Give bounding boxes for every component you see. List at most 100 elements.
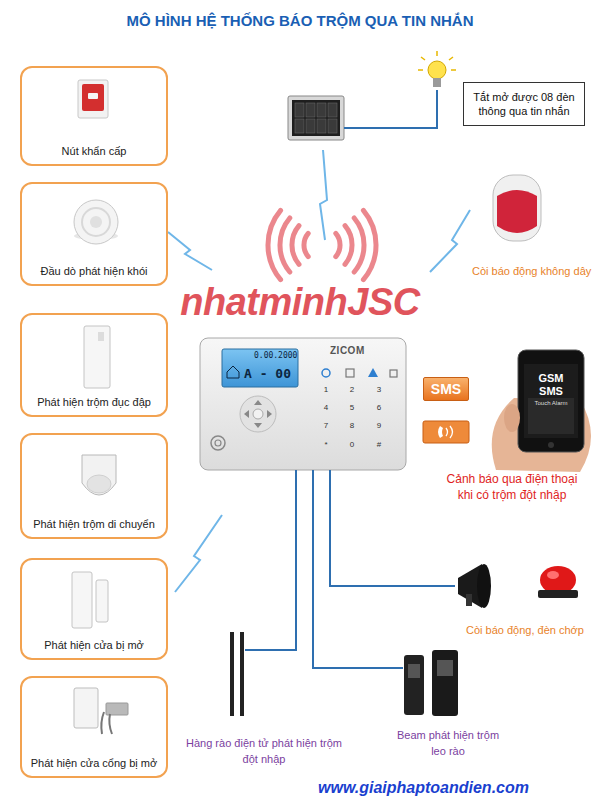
call-icon [423,421,469,443]
keypad-key: 4 [318,403,334,413]
phone-in-hand-part [504,404,520,432]
light-switch-panel-part [328,103,337,117]
gate-sensor [74,688,128,734]
call-icon-part [438,426,443,438]
signal-arcs-part [354,218,364,272]
control-panel-part [346,369,354,377]
light-switch-panel-part [328,119,337,133]
keypad-key: 5 [344,403,360,413]
electronic-fence [230,632,244,716]
glass-break-sensor-part [98,332,104,341]
phone-in-hand-part [518,350,584,452]
sensor-box: Phát hiện cửa bị mở [20,558,168,660]
panel-wires-part [245,470,296,650]
node-text: Đầu dò phát hiện khói [40,265,147,277]
light-switch-panel-part [288,96,344,140]
glass-break-sensor [84,326,110,388]
control-panel [200,338,406,470]
door-sensor-part [96,580,108,622]
light-switch-panel-part [306,119,315,133]
light-bulb-part [428,61,446,79]
control-panel-part [227,366,239,378]
control-panel-part [390,370,397,377]
display-text: A - 00 [244,366,291,382]
pir-sensor [82,455,116,495]
phone-in-hand-part [524,364,578,438]
pir-sensor-part [82,455,116,495]
control-panel-part [253,409,263,419]
node-text: Nút khẩn cấp [62,145,127,157]
electronic-fence-part [240,632,244,716]
electronic-fence-part [230,632,234,716]
diagram-title: MÔ HÌNH HỆ THỐNG BÁO TRỘM QUA TIN NHẮN [0,12,600,31]
node-text: Phát hiện trộm di chuyển [33,518,155,530]
call-icon-part [446,426,453,438]
smoke-detector-part [82,208,110,236]
emergency-button [78,80,108,118]
wireless-signal-part [175,515,222,592]
phone-screen-text: GSM [524,372,578,384]
light-switch-panel-part [306,103,315,117]
sensor-box: Nút khẩn cấp [20,66,168,166]
node-text: Phát hiện cửa cổng bị mở [31,757,157,769]
signal-arcs-part [292,226,299,265]
emergency-button-part [88,93,98,99]
signal-arcs-part [345,226,352,265]
keypad-key: # [371,440,387,450]
call-icon-part [423,421,469,443]
light-switch-panel-part [317,119,326,133]
siren-horn [458,564,491,608]
wireless-signal-part [320,150,327,240]
node-text: Phát hiện trộm đục đập [37,396,151,408]
siren-horn-part [477,564,491,608]
keypad-key: 8 [344,421,360,431]
device-caption: Còi báo động, đèn chớp [466,624,584,638]
door-sensor-part [72,572,92,628]
signal-arcs-part [336,233,340,256]
control-panel-part [200,338,406,470]
strobe-light-part [538,590,578,598]
emergency-button-part [78,80,108,118]
brand-name: ZICOM [330,345,365,358]
control-panel-part [244,400,272,428]
keypad-key: 0 [344,440,360,450]
light-switch-panel [288,96,344,140]
signal-arcs-part [363,210,376,279]
panel-wires-part [313,470,403,668]
wireless-siren-part [497,190,537,233]
signal-arcs-part [268,210,281,279]
note-box: Tắt mở được 08 đèn thông qua tin nhắn [463,82,585,126]
beam-sensor-part [437,660,453,676]
device-caption: Beam phát hiện trộm leo rào [392,728,504,760]
smoke-detector-part [90,216,102,228]
beam-sensor-part [408,664,420,678]
siren-horn-part [466,594,472,606]
keypad-key: * [318,440,334,450]
signal-arcs-part [280,218,290,272]
control-panel-part [240,396,276,432]
smoke-detector [74,200,118,244]
website-url: www.giaiphaptoandien.com [318,778,529,798]
panel-wires-part [330,470,455,586]
light-bulb-part [418,51,456,70]
keypad-key: 1 [318,385,334,395]
door-sensor [72,572,108,628]
node-text: Phát hiện cửa bị mở [44,639,144,651]
sensor-box: Phát hiện cửa cổng bị mở [20,676,168,778]
keypad-key: 3 [371,385,387,395]
wireless-siren [493,175,541,241]
keypad-key: 2 [344,385,360,395]
strobe-light-part [547,571,559,579]
beam-sensor [404,650,458,716]
phone-in-hand-part [548,442,554,448]
control-panel-part [322,369,330,377]
light-switch-panel-part [295,103,304,117]
gate-sensor-part [101,712,112,734]
control-panel-part [215,440,221,446]
light-switch-panel-part [317,103,326,117]
sms-badge: SMS [423,377,469,401]
signal-arcs [268,210,376,279]
light-switch-panel-part [292,100,340,136]
wireless-signal [168,150,470,592]
device-caption: Cảnh báo qua điện thoại khi có trộm đột … [444,472,580,503]
